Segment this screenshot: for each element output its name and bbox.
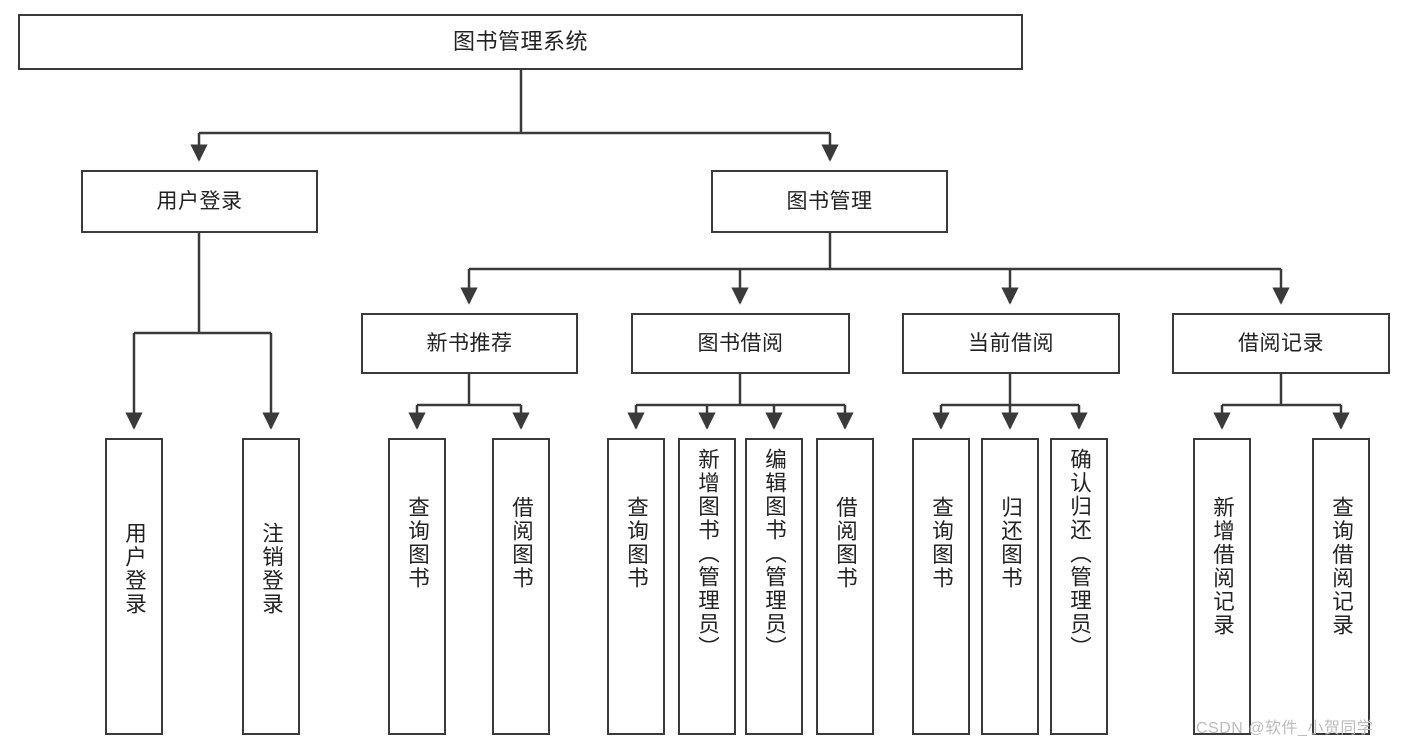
- node-label: 新增图书（管理员）: [695, 448, 720, 660]
- node-label: 查询图书: [405, 496, 430, 590]
- node-label: 注销登录: [259, 522, 284, 616]
- leaf-user-login[interactable]: 用户登录: [105, 438, 163, 735]
- node-label: 查询图书: [624, 496, 649, 590]
- node-label: 查询图书: [929, 496, 954, 590]
- node-root-system[interactable]: 图书管理系统: [18, 14, 1023, 70]
- node-label: 借阅记录: [1238, 331, 1324, 355]
- leaf-confirm-return[interactable]: 确认归还（管理员）: [1050, 438, 1108, 735]
- node-label: 确认归还（管理员）: [1067, 448, 1092, 660]
- node-current-borrow[interactable]: 当前借阅: [902, 313, 1120, 374]
- node-user-login[interactable]: 用户登录: [81, 170, 318, 233]
- leaf-query-borrow-record[interactable]: 查询借阅记录: [1312, 438, 1370, 735]
- node-label: 图书管理: [786, 189, 873, 213]
- node-book-manage[interactable]: 图书管理: [711, 170, 948, 233]
- node-label: 归还图书: [998, 496, 1023, 590]
- node-label: 编辑图书（管理员）: [762, 448, 787, 660]
- node-label: 借阅图书: [833, 496, 858, 590]
- leaf-query-book-current[interactable]: 查询图书: [912, 438, 970, 735]
- leaf-query-book-borrow[interactable]: 查询图书: [607, 438, 665, 735]
- leaf-user-logout[interactable]: 注销登录: [242, 438, 300, 735]
- node-label: 图书借阅: [697, 331, 784, 355]
- leaf-edit-book[interactable]: 编辑图书（管理员）: [745, 438, 803, 735]
- leaf-borrow-book[interactable]: 借阅图书: [816, 438, 874, 735]
- node-label: 用户登录: [122, 522, 147, 616]
- node-borrow-record[interactable]: 借阅记录: [1172, 313, 1390, 374]
- node-label: 借阅图书: [509, 496, 534, 590]
- node-label: 图书管理系统: [452, 28, 588, 54]
- node-label: 当前借阅: [968, 331, 1054, 355]
- node-label: 新增借阅记录: [1210, 496, 1235, 637]
- leaf-return-book[interactable]: 归还图书: [981, 438, 1039, 735]
- leaf-borrow-book-recommend[interactable]: 借阅图书: [492, 438, 550, 735]
- leaf-query-book-recommend[interactable]: 查询图书: [388, 438, 446, 735]
- leaf-add-borrow-record[interactable]: 新增借阅记录: [1193, 438, 1251, 735]
- node-label: 新书推荐: [426, 331, 513, 355]
- node-label: 用户登录: [156, 189, 243, 213]
- node-new-book-recommend[interactable]: 新书推荐: [361, 313, 578, 374]
- leaf-add-book[interactable]: 新增图书（管理员）: [678, 438, 736, 735]
- node-label: 查询借阅记录: [1329, 496, 1354, 637]
- node-book-borrow[interactable]: 图书借阅: [631, 313, 850, 374]
- csdn-watermark: CSDN @软件_小贺同学: [1196, 720, 1374, 737]
